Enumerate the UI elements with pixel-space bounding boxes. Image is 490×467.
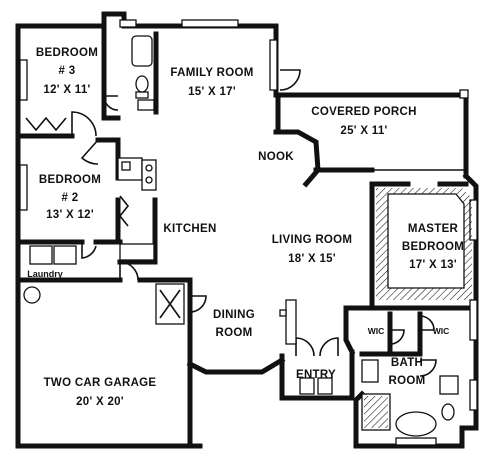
bedroom3-number: # 3 — [59, 65, 76, 77]
dryer-icon — [53, 245, 77, 265]
bedroom2-name: BEDROOM — [39, 174, 101, 186]
master-bedroom-size: 17' X 13' — [409, 259, 457, 271]
covered-porch-outline — [275, 89, 469, 171]
garden-tub-icon — [395, 411, 437, 437]
covered-porch-name: COVERED PORCH — [311, 106, 417, 118]
wic-right-name: WIC — [433, 326, 450, 336]
laundry-name: Laundry — [27, 269, 63, 279]
dining-room-name: DINING — [213, 309, 255, 321]
family-room-name: FAMILY ROOM — [170, 67, 253, 79]
sink-icon — [137, 99, 155, 111]
family-room-size: 15' X 17' — [188, 86, 236, 98]
exterior-walls — [15, 11, 479, 449]
room-labels: BEDROOM # 3 12' X 11' FAMILY ROOM 15' X … — [27, 47, 464, 408]
garage-name: TWO CAR GARAGE — [44, 377, 157, 389]
entry-name: ENTRY — [296, 369, 336, 381]
garage-size: 20' X 20' — [76, 396, 124, 408]
bedroom2-number: # 2 — [62, 192, 79, 204]
bathtub-icon — [131, 35, 153, 67]
bedroom2-size: 13' X 12' — [46, 209, 94, 221]
living-room-size: 18' X 15' — [288, 253, 336, 265]
counter-icon — [119, 243, 155, 261]
dining-room-name2: ROOM — [216, 327, 253, 339]
interior-walls — [15, 23, 479, 449]
wic-left-name: WIC — [368, 326, 385, 336]
water-heater-icon — [23, 286, 41, 304]
bath-room-name2: ROOM — [389, 375, 426, 387]
washer-icon — [29, 245, 53, 265]
fixtures — [23, 35, 472, 437]
bedroom3-name: BEDROOM — [36, 47, 98, 59]
shower-icon — [439, 375, 459, 395]
kitchen-name: KITCHEN — [163, 223, 216, 235]
bed-alcove — [387, 193, 465, 289]
toilet-icon — [135, 75, 149, 93]
windows — [19, 19, 478, 446]
bedroom3-size: 12' X 11' — [43, 84, 90, 96]
master-toilet-icon — [441, 403, 455, 421]
bath-room-name: BATH — [391, 357, 423, 369]
master-bedroom-name2: BEDROOM — [402, 241, 464, 253]
nook-name: NOOK — [258, 151, 294, 163]
living-room-name: LIVING ROOM — [272, 234, 353, 246]
fireplace-icon — [285, 299, 297, 345]
doors — [25, 69, 437, 377]
master-bedroom-name: MASTER — [408, 223, 459, 235]
covered-porch-size: 25' X 11' — [340, 125, 387, 137]
vanity-icon — [361, 359, 379, 383]
